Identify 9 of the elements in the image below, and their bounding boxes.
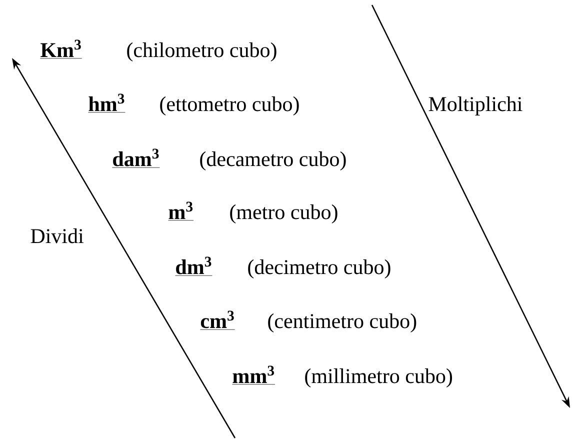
unit-name: (ettometro cubo) bbox=[160, 96, 299, 116]
unit-name: (decimetro cubo) bbox=[248, 259, 390, 278]
direction-label: Dividi bbox=[30, 228, 84, 244]
direction-label: Moltiplichi bbox=[428, 96, 522, 116]
unit-name: (millimetro cubo) bbox=[305, 368, 452, 388]
unit-name: (metro cubo) bbox=[230, 204, 338, 224]
unit-name: (centimetro cubo) bbox=[268, 313, 416, 332]
unit-name: (decametro cubo) bbox=[200, 151, 346, 170]
unit-name: (chilometro cubo) bbox=[127, 42, 276, 62]
